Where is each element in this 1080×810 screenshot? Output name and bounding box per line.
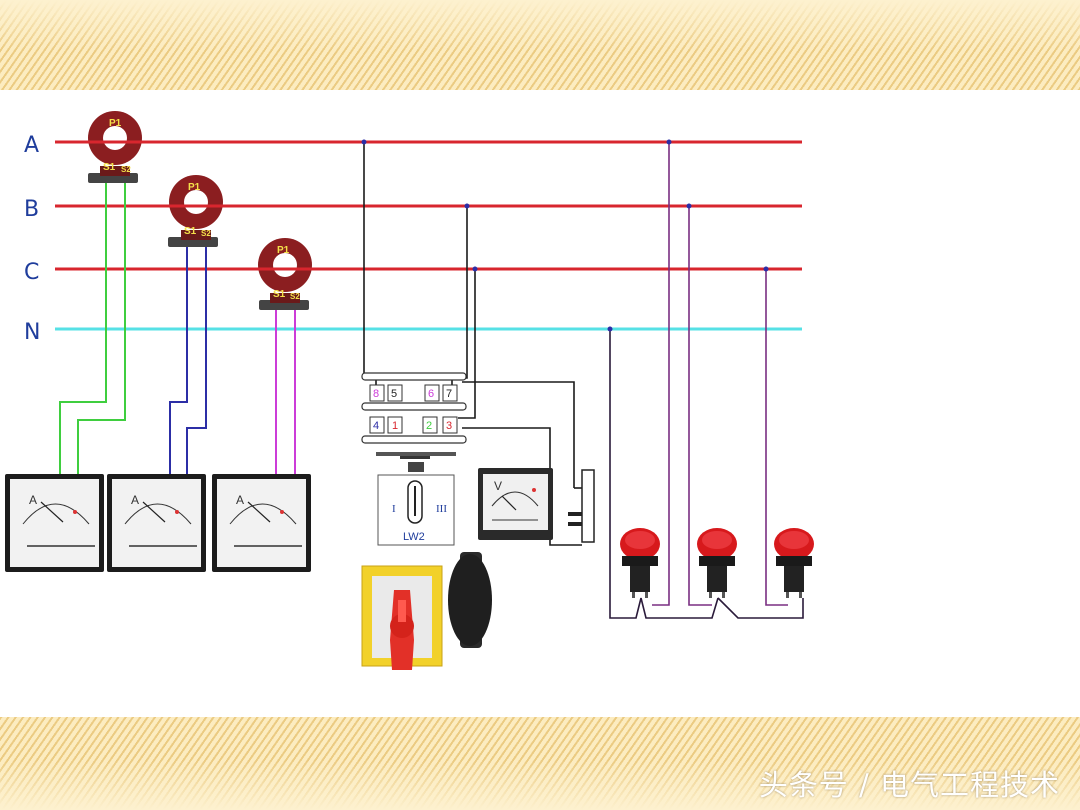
ct-a-s2-label: S2 bbox=[121, 165, 131, 174]
rotary-switch-photo bbox=[361, 552, 492, 670]
bottom-decorative-band bbox=[0, 717, 1080, 810]
junction-dots bbox=[361, 139, 769, 332]
bus-label-c: C bbox=[24, 260, 39, 285]
ammeter-2-unit: A bbox=[131, 493, 139, 507]
watermark-text: 头条号 / 电气工程技术 bbox=[758, 768, 1060, 802]
lw2-switch-terminal-block: 8 5 6 7 4 1 2 3 I III LW2 bbox=[361, 372, 467, 546]
bus-label-n: N bbox=[24, 320, 40, 345]
terminal-5: 5 bbox=[391, 388, 397, 400]
ammeter-3-unit: A bbox=[236, 493, 244, 507]
ct-b-secondary-wires bbox=[169, 246, 207, 476]
indicator-lamp-1 bbox=[620, 528, 660, 598]
ct-a-s1-label: S1 bbox=[103, 162, 116, 173]
ct-b-s2-label: S2 bbox=[201, 229, 211, 238]
switch-position-i: I bbox=[392, 503, 396, 515]
terminal-8: 8 bbox=[373, 388, 379, 400]
ct-a-p1-label: P1 bbox=[109, 118, 122, 129]
ct-c-secondary-wires bbox=[275, 308, 296, 476]
lamp-wires bbox=[609, 142, 804, 619]
indicator-lamp-2 bbox=[697, 528, 737, 598]
ct-b-s1-label: S1 bbox=[184, 226, 197, 237]
current-transformer-c: P1 S1 S2 bbox=[250, 238, 320, 310]
ammeter-3: A bbox=[212, 474, 311, 572]
terminal-6: 6 bbox=[428, 388, 434, 400]
terminal-1: 1 bbox=[392, 420, 398, 432]
ct-c-s2-label: S2 bbox=[290, 292, 300, 301]
ammeter-1: A bbox=[5, 474, 104, 572]
ammeter-2: A bbox=[107, 474, 206, 572]
switch-position-iii: III bbox=[436, 503, 447, 515]
terminal-4: 4 bbox=[373, 420, 379, 432]
ct-a-secondary-wires bbox=[59, 182, 126, 476]
ct-c-s1-label: S1 bbox=[273, 289, 286, 300]
terminal-7: 7 bbox=[446, 388, 452, 400]
ct-b-p1-label: P1 bbox=[188, 182, 201, 193]
voltmeter-side-view bbox=[568, 469, 595, 543]
terminal-2: 2 bbox=[426, 420, 432, 432]
bus-label-a: A bbox=[24, 133, 39, 158]
terminal-3: 3 bbox=[446, 420, 452, 432]
current-transformer-b: P1 S1 S2 bbox=[165, 175, 230, 247]
current-transformer-a: P1 S1 S2 bbox=[55, 111, 170, 183]
ct-c-p1-label: P1 bbox=[277, 245, 290, 256]
top-decorative-band bbox=[0, 0, 1080, 90]
bus-label-b: B bbox=[24, 197, 39, 222]
voltmeter: V bbox=[478, 468, 553, 540]
bus-bars bbox=[55, 140, 802, 331]
ammeter-1-unit: A bbox=[29, 493, 37, 507]
voltmeter-unit: V bbox=[494, 479, 502, 493]
indicator-lamp-3 bbox=[774, 528, 814, 598]
lw2-label: LW2 bbox=[403, 531, 425, 543]
